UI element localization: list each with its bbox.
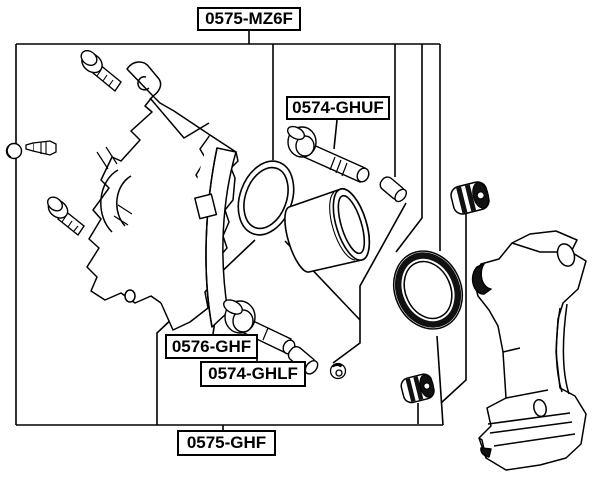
leader-bushings (440, 213, 467, 404)
pin-collar-rib (262, 327, 269, 341)
bracket-rail-shade (480, 447, 492, 458)
piston-drawing (284, 188, 371, 273)
cap-plug (329, 362, 347, 380)
bushing-band (464, 184, 477, 212)
caliper-bracket-drawing (471, 230, 587, 471)
mounting-bolt-bottom (46, 196, 85, 237)
bolt-head (80, 49, 98, 67)
upper-bushing (450, 181, 490, 215)
leader-dust-boot (395, 44, 423, 253)
pin-boot-crown (286, 125, 306, 141)
part-label-lower-pin-boot: 0576-GHF (165, 334, 258, 359)
pin-boot-crown (223, 299, 243, 315)
dust-boot-ring (392, 250, 464, 330)
boot-band (394, 252, 462, 328)
part-label-caliper-assembly: 0575-MZ6F (197, 7, 301, 31)
piston-bore-rim (337, 194, 366, 255)
mounting-bolt-top (80, 49, 122, 93)
bolt-head (46, 196, 64, 212)
piston-band (329, 191, 355, 261)
bracket-rail-lines (487, 412, 576, 447)
upper-guide-pin (286, 125, 370, 183)
bleeder-screw (25, 140, 57, 156)
pad-tab (194, 193, 218, 220)
bracket-arm-steps (502, 347, 549, 399)
lower-sleeve (287, 345, 319, 375)
bracket-pin-hole (556, 243, 576, 267)
pad-inner-line (205, 147, 218, 328)
boot-inner (403, 260, 453, 320)
cap-shade (6, 145, 12, 158)
kit-box-mid-edge (332, 202, 407, 364)
bushing-bore (423, 382, 431, 390)
plug-inner (335, 369, 343, 377)
leader-upper-pin (333, 119, 338, 150)
bushing-band (405, 378, 416, 403)
part-label-lower-sleeve: 0574-GHLF (200, 361, 306, 387)
pin-tip (356, 167, 370, 183)
lug-hole (124, 289, 136, 303)
bleeder-tip (25, 142, 34, 152)
sleeve-end (304, 360, 319, 375)
ear-hole (137, 76, 150, 91)
plug-shade (331, 363, 343, 368)
caliper-body-drawing (86, 61, 239, 331)
pin-collar-ribs (329, 156, 348, 177)
bushing-band (413, 376, 424, 401)
bracket-ear-shade (471, 263, 492, 295)
lower-guide-pin (223, 299, 296, 355)
bracket-arm-ridges (555, 303, 570, 395)
sleeve-end (394, 188, 408, 203)
caliper-hatching (96, 146, 133, 226)
caliper-arm-line (149, 97, 210, 139)
bushing-band (456, 186, 468, 214)
lower-bushing (400, 373, 435, 404)
upper-sleeve (379, 176, 408, 203)
bleeder-body (32, 140, 57, 156)
part-label-repair-kit: 0575-GHF (177, 430, 276, 456)
piston-seal-ring (237, 160, 295, 236)
seal-inner (243, 166, 289, 230)
kit-box-right-edge (436, 335, 444, 426)
bleeder-cap (5, 142, 23, 160)
pin-boot-inner (232, 309, 254, 333)
bleeder-hex-lines (40, 141, 47, 155)
bushing-bore (476, 191, 485, 200)
part-label-upper-guide-pin: 0574-GHUF (286, 96, 390, 120)
